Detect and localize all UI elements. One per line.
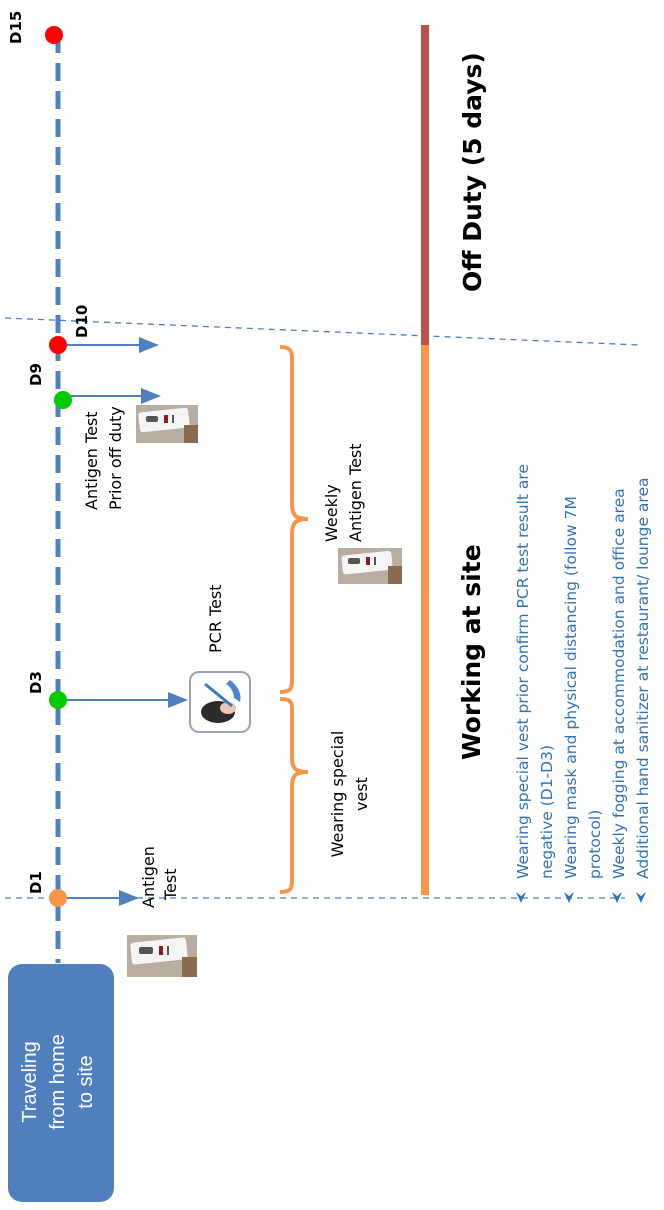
weekly-antigen-label: Weekly Antigen Test <box>322 443 365 542</box>
special-vest-label: Wearing special vest <box>328 730 371 858</box>
day-label-d10: D10 <box>73 304 91 338</box>
off-duty-label: Off Duty (5 days) <box>458 52 487 292</box>
precaution-item: Wearing mask and physical distancing (fo… <box>559 464 607 905</box>
precaution-item: Weekly fogging at accommodation and offi… <box>607 464 631 905</box>
pcr-swab-icon <box>189 671 251 733</box>
working-at-site-label: Working at site <box>457 544 486 760</box>
arrowhead-bullet-icon <box>511 889 535 905</box>
day-label-d15: D15 <box>7 10 25 44</box>
antigen-test-kit-icon <box>338 548 402 584</box>
precaution-item: Wearing special vest prior confirm PCR t… <box>511 464 559 905</box>
precaution-item: Additional hand sanitizer at restaurant/… <box>631 464 655 905</box>
d9-point <box>54 391 72 409</box>
antigen-test-d1-label: Antigen Test <box>139 846 180 908</box>
antigen-prior-off-duty-label: Antigen Test Prior off duty <box>82 406 125 510</box>
day-label-d1: D1 <box>27 871 45 894</box>
day-label-d9: D9 <box>27 363 45 386</box>
travel-box <box>8 964 114 1202</box>
arrowhead-bullet-icon <box>559 889 583 905</box>
antigen-test-kit-icon <box>127 935 197 977</box>
d10-separator <box>4 317 641 346</box>
antigen-test-kit-icon <box>136 405 198 443</box>
d3-point <box>49 691 67 709</box>
precautions-list: Wearing special vest prior confirm PCR t… <box>511 464 655 905</box>
travel-label: Traveling from home to site <box>19 1034 97 1130</box>
vest-brace <box>279 697 309 894</box>
pcr-test-label: PCR Test <box>206 584 225 653</box>
day-label-d3: D3 <box>27 671 45 694</box>
d15-point <box>45 26 63 44</box>
d10-point <box>49 336 67 354</box>
arrowhead-bullet-icon <box>631 889 655 905</box>
arrowhead-bullet-icon <box>607 889 631 905</box>
d1-point <box>49 889 67 907</box>
weekly-brace <box>279 345 309 694</box>
